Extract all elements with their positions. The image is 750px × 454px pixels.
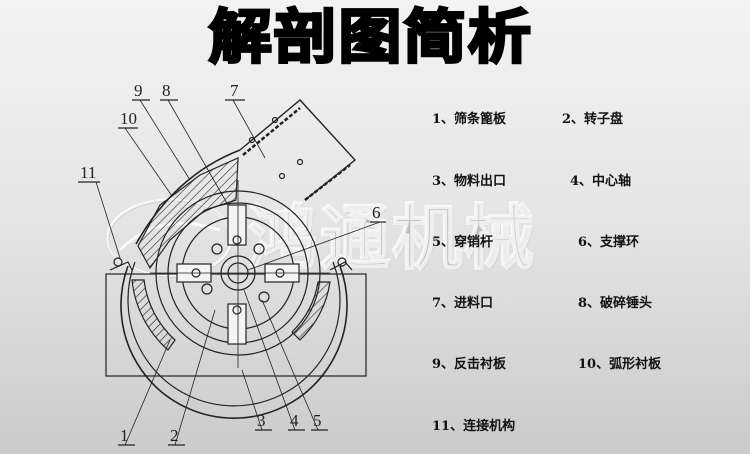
legend-item-9: 9、反击衬板 <box>432 357 507 372</box>
callout-3: 3 <box>257 411 266 430</box>
legend-item-7: 7、进料口 <box>432 296 494 311</box>
legend-item-8: 8、破碎锤头 <box>578 296 653 311</box>
legend-item-11: 11、连接机构 <box>432 419 516 434</box>
legend-item-6: 6、支撑环 <box>578 235 640 250</box>
legend-item-4: 4、中心轴 <box>570 174 632 189</box>
callout-9: 9 <box>134 81 143 100</box>
legend-item-3: 3、物料出口 <box>432 174 507 189</box>
callout-6: 6 <box>372 203 381 222</box>
callout-7: 7 <box>230 81 239 100</box>
legend-item-10: 10、弧形衬板 <box>578 357 662 372</box>
crusher-cross-section-diagram: 1 2 3 4 5 6 7 8 9 10 11 <box>78 81 386 446</box>
callout-4: 4 <box>290 411 299 430</box>
callout-5: 5 <box>313 411 322 430</box>
page-title: 解剖图简析 <box>207 2 533 73</box>
callout-11: 11 <box>80 163 96 182</box>
base-frame <box>105 273 367 377</box>
callout-2: 2 <box>170 426 179 445</box>
callout-10: 10 <box>120 109 137 128</box>
legend-item-2: 2、转子盘 <box>562 112 624 127</box>
legend-item-5: 5、穿销杆 <box>432 235 494 250</box>
legend-item-1: 1、筛条篦板 <box>432 112 507 127</box>
callout-8: 8 <box>162 81 171 100</box>
callout-1: 1 <box>120 426 129 445</box>
